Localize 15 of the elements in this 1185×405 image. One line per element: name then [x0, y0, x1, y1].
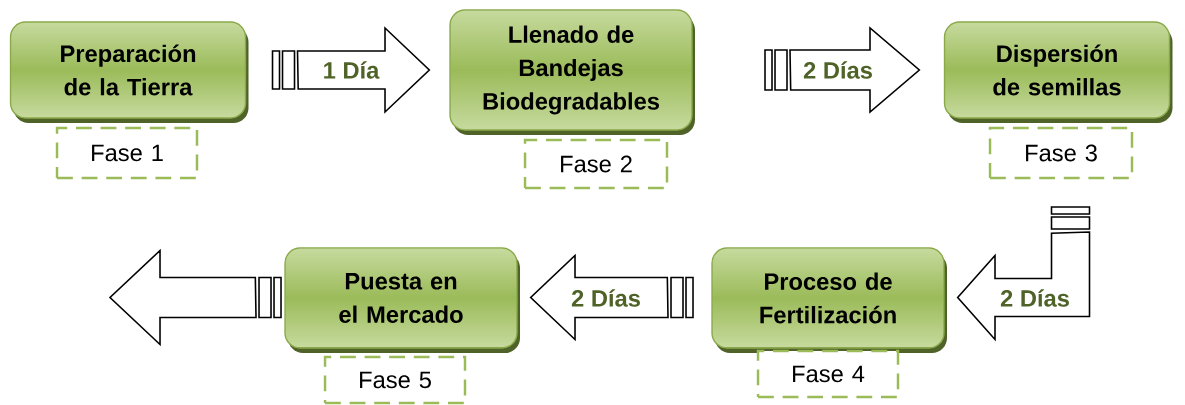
edge-label: 2 Días [998, 287, 1072, 309]
edge-label: 2 Días [801, 59, 875, 81]
process-box: Llenado de Bandejas Biodegradables [449, 9, 695, 135]
edge-label: 1 Día [320, 59, 382, 81]
phase-box: Fase 5 [323, 355, 467, 405]
block-arrow [108, 248, 282, 347]
phase-box: Fase 4 [756, 349, 900, 399]
process-box: Preparación de la Tierra [9, 21, 249, 123]
phase-box: Fase 3 [988, 126, 1134, 180]
edge-label: 2 Días [569, 287, 643, 309]
process-box: Dispersión de semillas [943, 21, 1173, 123]
phase-box: Fase 1 [55, 126, 199, 180]
phase-box: Fase 2 [523, 138, 669, 190]
process-box: Puesta en el Mercado [284, 247, 520, 353]
process-box: Proceso de Fertilización [711, 247, 947, 353]
